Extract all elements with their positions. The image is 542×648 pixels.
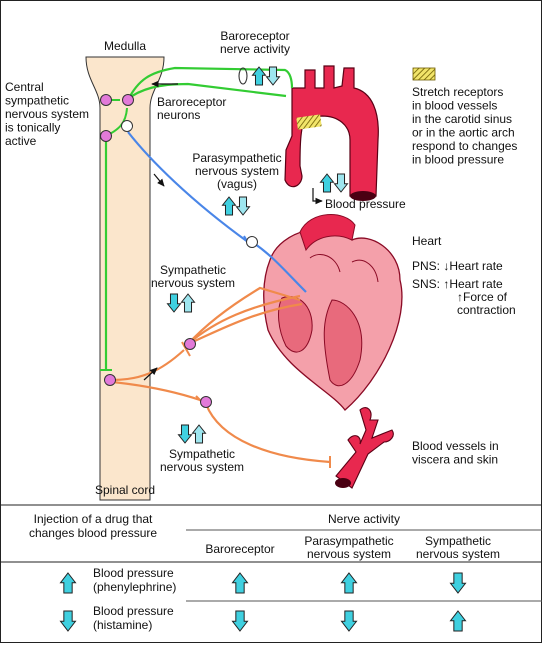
row-2-col-1-down-arrow-icon — [231, 610, 249, 632]
sympathetic-preganglionic-heart — [111, 349, 185, 382]
parasympathetic-label-line-2: nervous system — [195, 164, 279, 178]
drug-header-line-1: Injection of a drug that — [34, 512, 153, 526]
neuron-spinal-preganglionic — [104, 374, 116, 386]
drug-header-line-2: changes blood pressure — [29, 526, 157, 540]
stretch-receptor-label-line-6: in blood pressure — [412, 153, 504, 167]
row-2-col-2-down-arrow-icon — [340, 610, 358, 632]
parasympathetic-label-line-3: (vagus) — [217, 177, 257, 191]
central-sns-label-line-1: Central — [5, 80, 44, 94]
baroreceptor-nerve-upper — [127, 66, 294, 101]
sympathetic-heart-down-arrow-icon — [166, 293, 182, 313]
baroreceptor-activity-label-line-1: Baroreceptor — [220, 29, 289, 43]
central-sns-label-line-3: nervous system — [5, 107, 89, 121]
baroreceptor-activity-down-arrow-icon — [265, 66, 281, 86]
sympathetic-cardiac-3 — [187, 302, 303, 346]
sympathetic-label-1-line-2: nervous system — [151, 276, 235, 290]
spinal-cord-label: Spinal cord — [95, 483, 155, 497]
parasympathetic-down-arrow-icon — [235, 196, 251, 216]
sympathetic-vascular — [204, 403, 331, 464]
nerve-activity-header: Nerve activity — [328, 512, 400, 526]
stretch-receptor-label-line-5: respond to changes — [412, 139, 517, 153]
neuron-vagal-nucleus — [121, 120, 133, 132]
sympathetic-vessels-down-arrow-icon — [177, 424, 193, 444]
force-effect-label-line-2: contraction — [457, 303, 516, 317]
stretch-receptor-label-line-4: or in the aortic arch — [412, 126, 515, 140]
central-sns-label-line-5: active — [5, 134, 37, 148]
row-2-bp-down-arrow-icon — [59, 610, 77, 632]
sympathetic-heart-up-arrow-icon — [180, 293, 196, 313]
sympathetic-direction-arrow — [143, 367, 158, 381]
parasympathetic-up-arrow-icon — [221, 196, 237, 216]
baroreceptor-activity-label-line-2: nerve activity — [220, 42, 290, 56]
orange-synapse-bar-1 — [181, 341, 191, 357]
vagus-preganglionic — [127, 131, 249, 243]
neuron-central-2 — [100, 130, 112, 142]
row-2-col-3-up-arrow-icon — [449, 610, 467, 632]
blood-pressure-up-arrow-icon — [319, 173, 335, 193]
neuron-central-1 — [100, 94, 112, 106]
row-1-col-2-up-arrow-icon — [340, 572, 358, 594]
sympathetic-cardiac-1 — [187, 286, 301, 345]
baroreceptor-neurons-label-line-2: neurons — [157, 108, 200, 122]
row-1-label-line-2: (phenylephrine) — [93, 580, 176, 594]
row-2-label-line-1: Blood pressure — [93, 604, 174, 618]
row-1-bp-up-arrow-icon — [59, 572, 77, 594]
column-baroreceptor: Baroreceptor — [205, 542, 274, 556]
column-sympathetic-line-1: Sympathetic — [425, 534, 491, 548]
sympathetic-label-2-line-2: nervous system — [160, 460, 244, 474]
vagus-postganglionic — [251, 241, 307, 293]
column-parasympathetic-line-2: nervous system — [307, 547, 391, 561]
force-effect-label-line-1: ↑Force of — [457, 290, 508, 304]
baroreceptor-coil-icon — [238, 67, 248, 85]
pns-effect-label: PNS: ↓Heart rate — [412, 259, 503, 273]
medulla-label: Medulla — [104, 39, 146, 53]
sympathetic-cardiac-2 — [187, 294, 301, 345]
neuron-sympathetic-ganglion-2 — [200, 396, 212, 408]
blood-vessels-label-line-1: Blood vessels in — [412, 439, 499, 453]
heart-label: Heart — [412, 234, 442, 248]
neuron-sympathetic-ganglion-1 — [184, 338, 196, 350]
neuron-baroreceptor — [122, 94, 134, 106]
central-sns-label-line-2: sympathetic — [5, 94, 69, 108]
sympathetic-preganglionic-vessel — [111, 380, 201, 402]
blood-pressure-down-arrow-icon — [333, 173, 349, 193]
blood-pressure-arrow — [312, 188, 323, 205]
stretch-receptor-label-line-3: in the carotid sinus — [412, 112, 512, 126]
stretch-legend-swatch — [412, 67, 436, 81]
vagus-direction-arrow — [153, 173, 165, 187]
aortic-arch — [284, 65, 379, 201]
blood-vessels — [335, 407, 394, 489]
row-1-col-1-up-arrow-icon — [231, 572, 249, 594]
row-1-col-3-down-arrow-icon — [449, 572, 467, 594]
sympathetic-label-1-line-1: Sympathetic — [160, 263, 226, 277]
column-sympathetic-line-2: nervous system — [416, 547, 500, 561]
blood-vessels-label-line-2: viscera and skin — [412, 453, 498, 467]
column-parasympathetic-line-1: Parasympathetic — [304, 534, 393, 548]
neuron-vagal-ganglion — [246, 236, 258, 248]
sympathetic-label-2-line-1: Sympathetic — [169, 447, 235, 461]
stretch-receptor-label-line-2: in blood vessels — [412, 99, 497, 113]
blood-pressure-label: Blood pressure — [325, 197, 406, 211]
sympathetic-vessels-up-arrow-icon — [191, 424, 207, 444]
stretch-receptor-marker — [296, 114, 322, 130]
heart — [263, 214, 403, 411]
central-sns-label-line-4: is tonically — [5, 121, 60, 135]
baroreceptor-activity-up-arrow-icon — [251, 66, 267, 86]
baroreceptor-neurons-label-line-1: Baroreceptor — [157, 95, 226, 109]
row-1-label-line-1: Blood pressure — [93, 566, 174, 580]
parasympathetic-label-line-1: Parasympathetic — [192, 151, 281, 165]
stretch-receptor-label-line-1: Stretch receptors — [412, 85, 503, 99]
row-2-label-line-2: (histamine) — [93, 618, 152, 632]
sns-effect-label: SNS: ↑Heart rate — [412, 277, 503, 291]
